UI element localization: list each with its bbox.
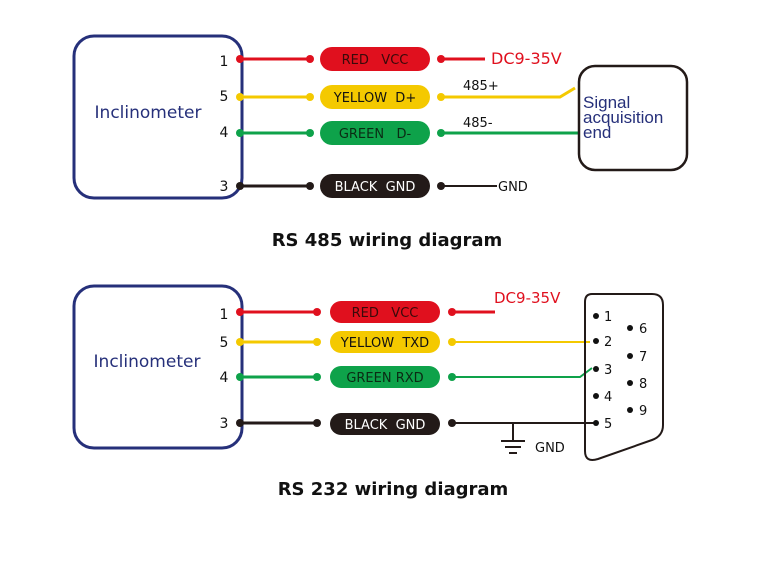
rs232-red-label-pill — [330, 301, 440, 323]
rs485-pin-1: 1 — [220, 54, 229, 70]
rs232-wire-yellow: YELLOW TXD — [236, 331, 590, 353]
rs485-red-dot-left — [236, 55, 244, 63]
rs485-dplus-note: 485+ — [463, 79, 499, 94]
rs485-black-label-pill — [320, 174, 430, 198]
rs232-green-dot-left — [236, 373, 244, 381]
rs232-pin-3: 3 — [220, 416, 229, 432]
rs232-pin-1: 1 — [220, 307, 229, 323]
rs232-yellow-label-pill — [330, 331, 440, 353]
rs485-vcc-note: DC9-35V — [491, 49, 562, 68]
rs485-diagram: Inclinometer 1 5 4 3 RED VCC DC9-35V YEL… — [72, 34, 689, 251]
rs232-title: RS 232 wiring diagram — [278, 479, 509, 500]
rs485-yellow-label-pill — [320, 85, 430, 109]
rs485-yellow-label: YELLOW D+ — [333, 91, 416, 106]
rs485-wire-yellow: YELLOW D+ 485+ — [236, 79, 576, 109]
rs232-pin-5: 5 — [220, 335, 229, 351]
db9-pin-8: 8 — [639, 377, 647, 392]
rs232-yellow-label: YELLOW TXD — [340, 336, 429, 351]
rs485-green-dot-left — [236, 129, 244, 137]
signal-box-line1: Signal — [583, 93, 630, 112]
rs232-diagram: Inclinometer 1 5 4 3 RED VCC DC9-35V YEL… — [72, 284, 664, 500]
rs485-wire-black: BLACK GND GND — [236, 174, 528, 198]
db9-pin-6: 6 — [639, 322, 647, 337]
rs232-gnd-label: GND — [535, 441, 565, 456]
rs485-device-label: Inclinometer — [95, 103, 202, 123]
rs485-yellow-dot-left — [236, 93, 244, 101]
rs485-wire-green: GREEN D- 485- — [236, 116, 578, 145]
rs232-wire-black: BLACK GND — [236, 413, 594, 435]
rs232-device-label: Inclinometer — [94, 352, 201, 372]
rs485-pin-5: 5 — [220, 89, 229, 105]
signal-acquisition-box — [577, 64, 689, 172]
rs232-black-label-pill — [330, 413, 440, 435]
db9-pin-7: 7 — [639, 350, 647, 365]
db9-pin-3: 3 — [604, 363, 612, 378]
rs232-red-label: RED VCC — [352, 306, 419, 321]
rs232-black-label: BLACK GND — [345, 418, 426, 433]
rs485-title: RS 485 wiring diagram — [272, 230, 503, 251]
db9-pin-5: 5 — [604, 417, 612, 432]
rs485-black-dot-left — [236, 182, 244, 190]
ground-symbol-icon — [501, 423, 525, 454]
rs232-pin-4: 4 — [220, 370, 229, 386]
rs232-green-label-pill — [330, 366, 440, 388]
rs232-inclinometer-box — [72, 284, 244, 450]
rs232-wire-green: GREEN RXD — [236, 366, 593, 388]
rs485-pin-3: 3 — [220, 179, 229, 195]
db9-connector-icon: 1 2 3 4 5 6 7 8 9 — [584, 293, 664, 461]
rs485-wire-red: RED VCC DC9-35V — [236, 47, 562, 71]
rs485-black-label: BLACK GND — [335, 180, 416, 195]
rs485-pin-4: 4 — [220, 125, 229, 141]
db9-pin-1: 1 — [604, 310, 612, 325]
signal-box-line2: acquisition — [583, 108, 663, 127]
rs485-red-label: RED VCC — [342, 53, 409, 68]
rs232-vcc-note: DC9-35V — [494, 289, 561, 307]
rs232-yellow-dot-left — [236, 338, 244, 346]
rs232-wire-red: RED VCC DC9-35V — [236, 289, 561, 323]
rs485-inclinometer-box — [72, 34, 244, 200]
rs232-red-dot-left — [236, 308, 244, 316]
rs485-gnd-note: GND — [498, 180, 528, 195]
rs485-green-label-pill — [320, 121, 430, 145]
rs485-green-label: GREEN D- — [339, 127, 412, 142]
rs485-red-label-pill — [320, 47, 430, 71]
db9-pin-9: 9 — [639, 404, 647, 419]
db9-pin-4: 4 — [604, 390, 612, 405]
rs232-black-dot-left — [236, 419, 244, 427]
signal-box-line3: end — [583, 123, 611, 142]
rs485-dminus-note: 485- — [463, 116, 493, 131]
db9-pin-2: 2 — [604, 335, 612, 350]
rs232-green-label: GREEN RXD — [346, 371, 423, 386]
